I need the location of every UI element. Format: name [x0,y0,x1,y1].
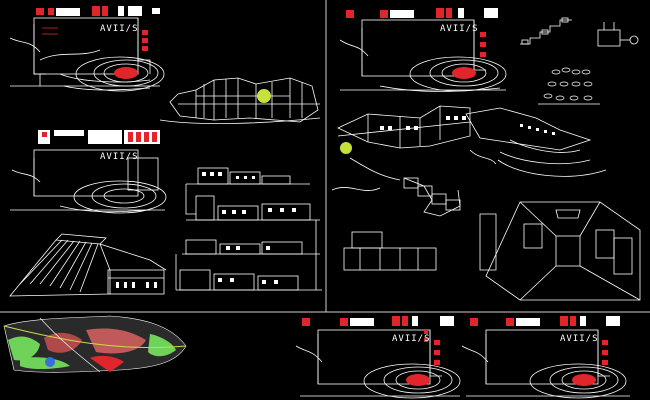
campus-aerial-perspective [331,105,607,217]
machine-detail-sketch [597,22,639,47]
site-plan-bottom-right [461,316,630,399]
plan-label-top-right: AVII/S [440,24,479,34]
urban-site-map [3,315,187,373]
site-plan-mid-left [10,130,167,214]
plan-label-mid-left: AVII/S [100,152,139,162]
plan-label-bottom-middle: AVII/S [392,334,431,344]
site-plan-bottom-middle [295,316,461,399]
small-floor-plan [343,231,437,271]
tree-right-perspective [340,142,352,154]
seating-diagram [538,67,600,105]
plan-label-bottom-right: AVII/S [560,334,599,344]
fan-building-windows [116,282,157,288]
building-elevations-left-center [175,167,322,291]
plan-label-top-left: AVII/S [100,24,139,34]
stair-detail-sketch [520,17,572,45]
elevation-windows [202,172,296,284]
tree-top-center [257,89,271,103]
fan-building-perspective [9,233,167,297]
site-plan-top-right [339,8,507,92]
interior-corridor-perspective [479,201,641,301]
sheet-frame-lines [0,0,650,313]
site-plan-top-left [9,6,165,92]
building-perspective-top-center [159,77,321,125]
campus-perspective-windows [380,116,555,135]
